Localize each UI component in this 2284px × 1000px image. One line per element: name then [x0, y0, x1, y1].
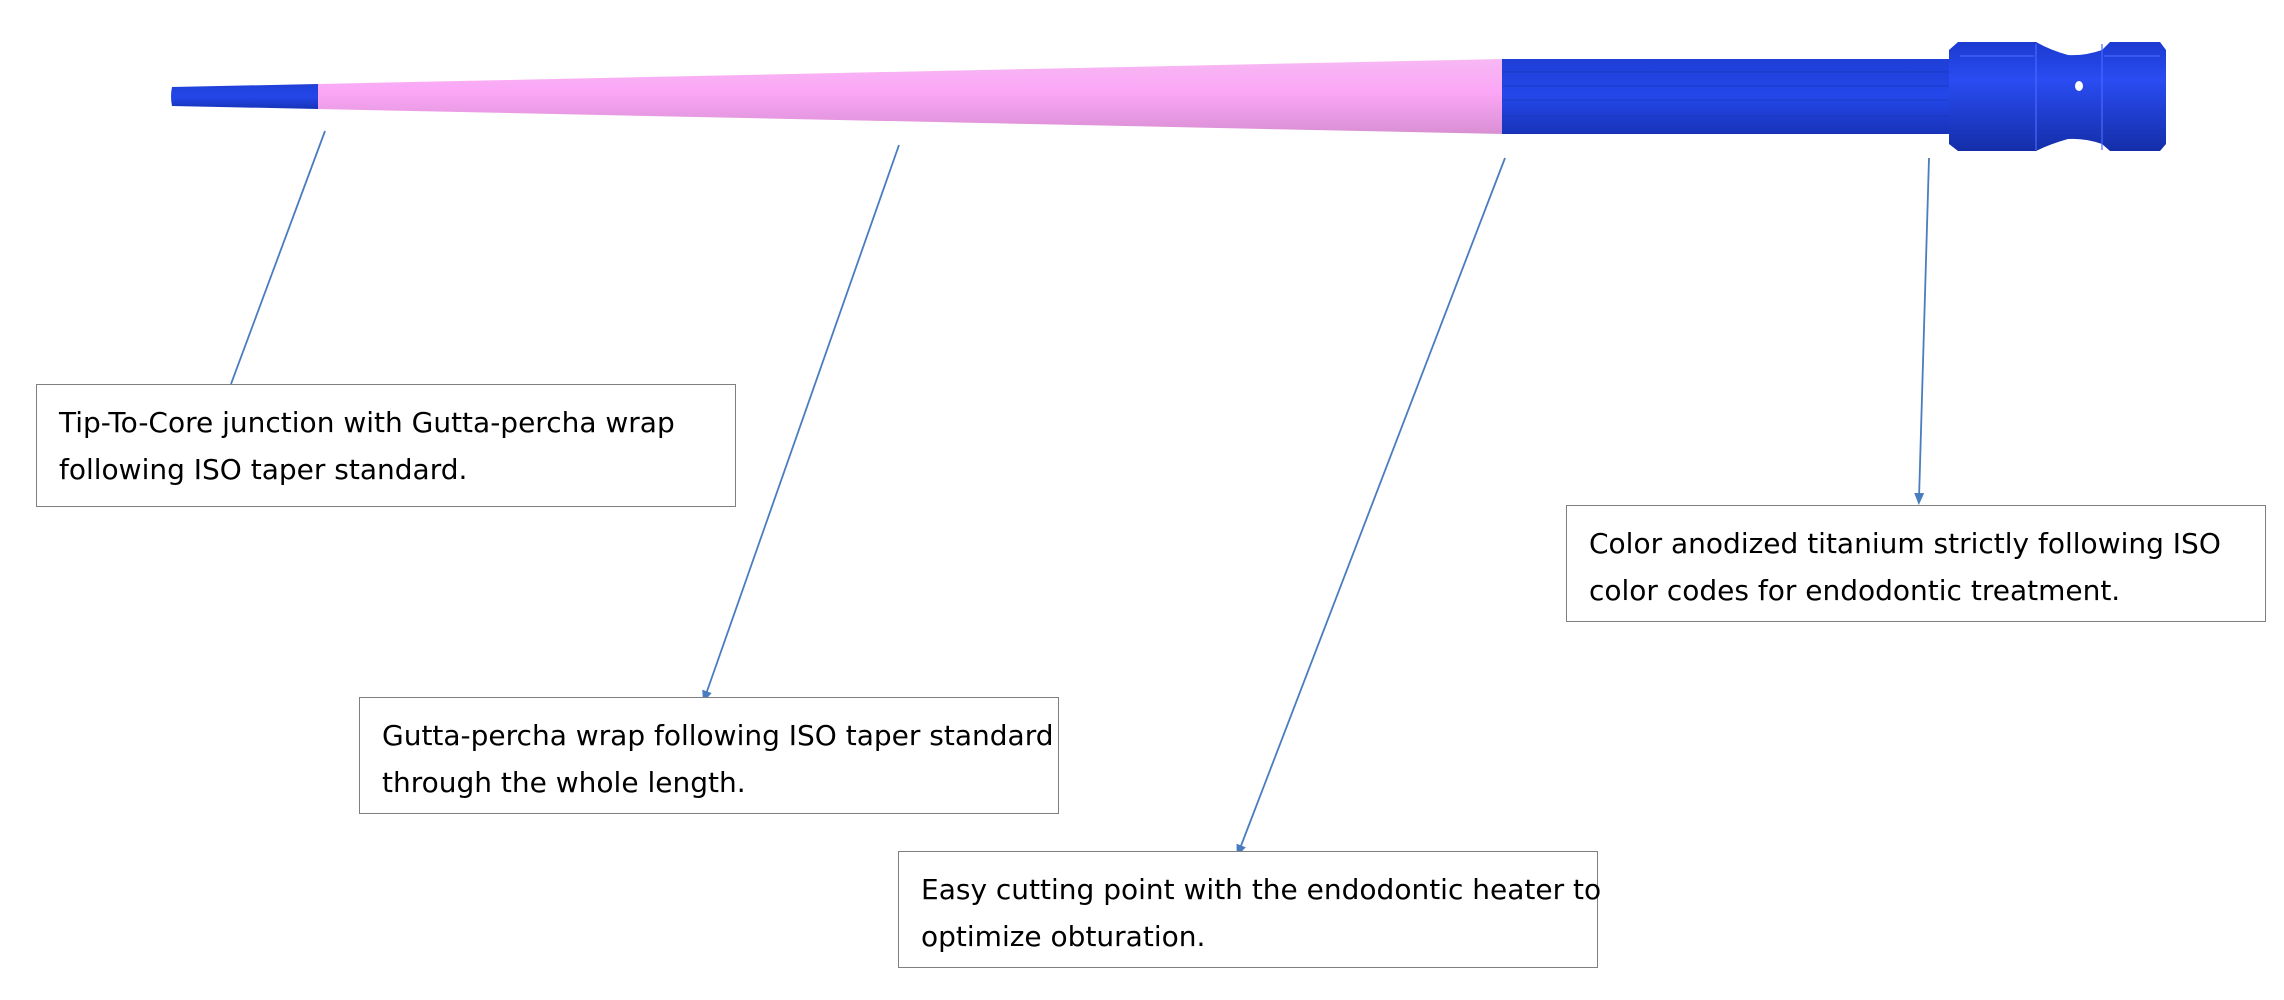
callout-cutting-point: Easy cutting point with the endodontic h… [898, 851, 1602, 968]
callout-color-anodized: Color anodized titanium strictly followi… [1566, 505, 2266, 622]
callout-text: optimize obturation. [921, 920, 1206, 953]
callout-gutta-percha-wrap: Gutta-percha wrap following ISO taper st… [359, 697, 1059, 814]
callout-text: Tip-To-Core junction with Gutta-percha w… [59, 406, 675, 439]
handle-highlights [1960, 44, 2160, 150]
handle-hole-icon [2075, 81, 2083, 91]
titanium-tip [171, 84, 318, 109]
callout-text: Gutta-percha wrap following ISO taper st… [382, 719, 1054, 752]
leader-line-color [1914, 157, 1930, 505]
core-facet-lines [1502, 71, 1949, 117]
leader-line-cut [1236, 157, 1506, 857]
leader-lines [230, 130, 1930, 857]
anodized-handle [1949, 42, 2166, 151]
leader-line-wrap [702, 144, 900, 703]
callout-text: through the whole length. [382, 766, 746, 799]
callout-text: color codes for endodontic treatment. [1589, 574, 2121, 607]
callout-text: Color anodized titanium strictly followi… [1589, 527, 2221, 560]
callout-text: following ISO taper standard. [59, 453, 468, 486]
titanium-core [1502, 59, 1949, 134]
callout-text: Easy cutting point with the endodontic h… [921, 873, 1602, 906]
gutta-percha-wrap [318, 59, 1503, 134]
leader-line-tip [230, 130, 326, 385]
callout-tip-to-core: Tip-To-Core junction with Gutta-percha w… [36, 384, 736, 507]
